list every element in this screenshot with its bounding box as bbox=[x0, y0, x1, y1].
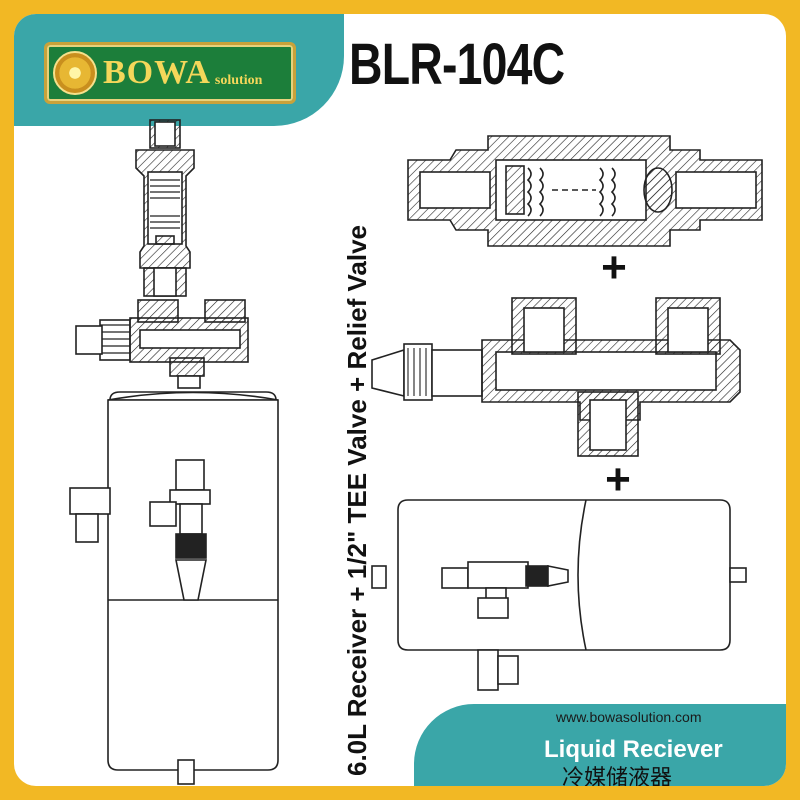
footer-band bbox=[414, 704, 786, 786]
website-url[interactable]: www.bowasolution.com bbox=[556, 709, 702, 725]
brand-logo: BOWA solution bbox=[44, 42, 296, 104]
logo-subtext: solution bbox=[214, 73, 263, 88]
tee-valve-section-icon bbox=[371, 297, 741, 457]
plus-sign-top: + bbox=[601, 243, 627, 292]
plus-sign-bottom: + bbox=[605, 455, 631, 504]
product-name: Liquid Reciever bbox=[544, 736, 723, 763]
horizontal-receiver-tank-icon bbox=[371, 499, 747, 691]
relief-valve-section-icon bbox=[407, 135, 763, 247]
left-relief-valve-icon bbox=[135, 119, 195, 297]
sun-emblem-icon bbox=[53, 51, 97, 95]
left-assembly bbox=[69, 119, 279, 785]
left-receiver-tank-icon bbox=[69, 391, 279, 785]
model-number: BLR-104C bbox=[349, 32, 565, 97]
left-tee-valve-icon bbox=[75, 299, 249, 389]
logo-text: BOWA bbox=[103, 54, 211, 91]
product-name-chinese: 冷媒储液器 bbox=[562, 766, 673, 787]
